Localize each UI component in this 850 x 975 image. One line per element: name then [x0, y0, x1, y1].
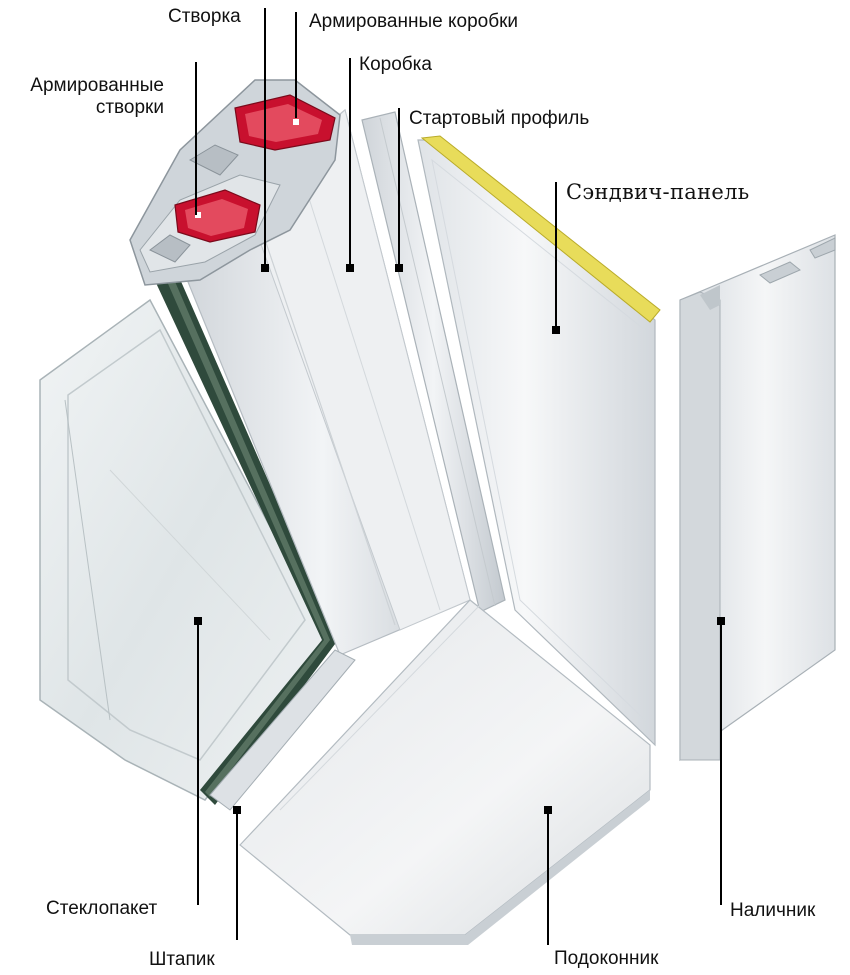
label-armirovannye-stvorki: Армированные створки [8, 75, 164, 119]
marker-stvorka [261, 264, 269, 272]
label-armirovannye-korobki: Армированные коробки [309, 11, 519, 32]
label-podokonnik: Подоконник [554, 948, 659, 969]
label-stvorka: Створка [168, 6, 241, 27]
label-steklopaket: Стеклопакет [46, 898, 158, 919]
marker-sendvich-panel [552, 326, 560, 334]
label-nalichnik: Наличник [730, 900, 816, 921]
label-armirovannye-stvorki-line1: Армированные [30, 75, 164, 96]
label-korobka: Коробка [359, 54, 432, 75]
marker-podokonnik [544, 806, 552, 814]
marker-korobka [346, 264, 354, 272]
leader-markers [194, 264, 725, 814]
label-armirovannye-stvorki-line2: створки [95, 96, 164, 118]
marker-shtapik [233, 806, 241, 814]
label-shtapik: Штапик [149, 949, 215, 970]
label-sendvich-panel: Сэндвич-панель [566, 180, 750, 204]
casing-shape [679, 234, 836, 762]
sandwich-panel-shape [417, 135, 661, 747]
leader-lines [195, 8, 722, 945]
marker-startovyy-profil [395, 264, 403, 272]
label-startovyy-profil: Стартовый профиль [409, 108, 590, 129]
marker-steklopaket [194, 617, 202, 625]
bead-shape [209, 649, 356, 811]
glass-unit-shape [39, 298, 331, 801]
marker-nalichnik [717, 617, 725, 625]
